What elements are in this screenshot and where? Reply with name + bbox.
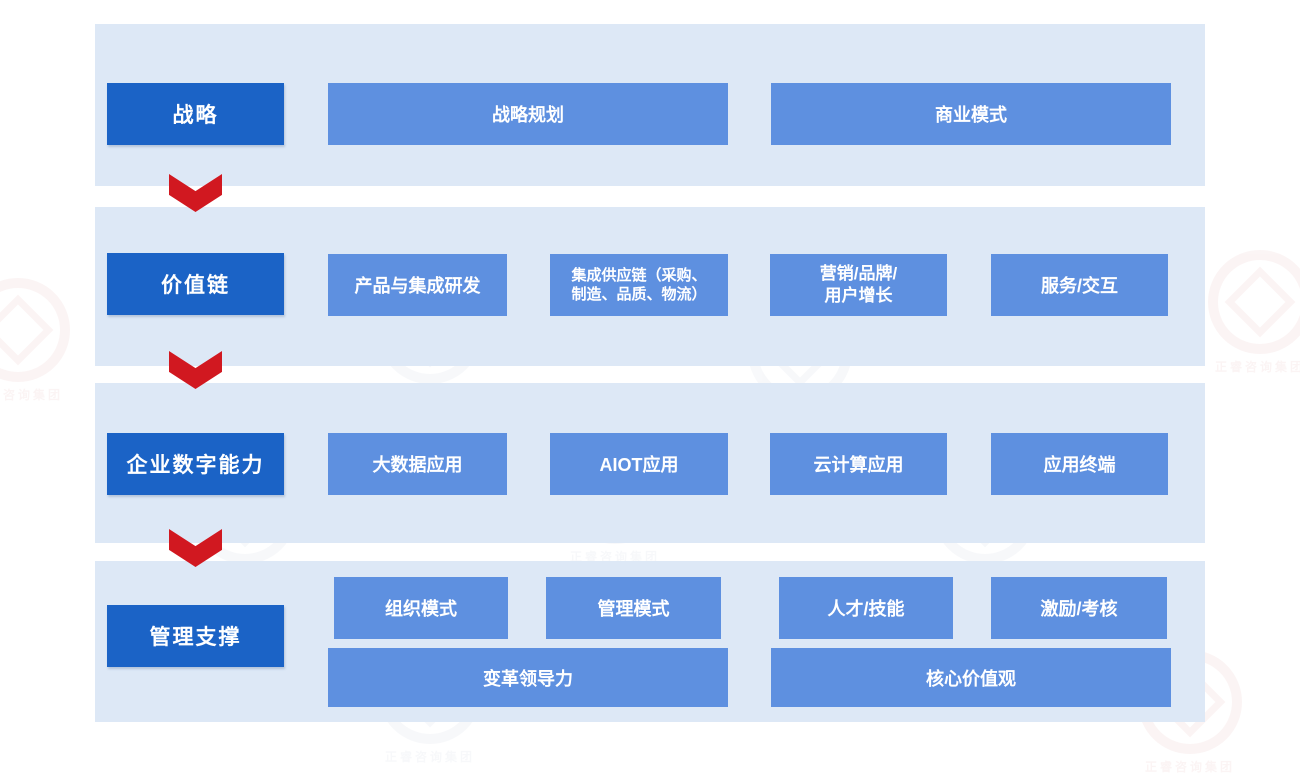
- watermark-badge: 正睿咨询集团: [1200, 250, 1300, 375]
- item-service-interaction: 服务/交互: [991, 254, 1168, 316]
- item-incentive-assessment: 激励/考核: [991, 577, 1167, 639]
- watermark-text: 正睿咨询集团: [1214, 360, 1300, 374]
- item-text-line: 制造、品质、物流）: [571, 286, 707, 303]
- item-product-integrated-rd: 产品与集成研发: [328, 254, 507, 316]
- item-business-model: 商业模式: [771, 83, 1171, 145]
- item-organization-model: 组织模式: [334, 577, 508, 639]
- watermark-diamond-icon: [0, 294, 54, 366]
- row-label-digital-capability: 企业数字能力: [107, 433, 284, 495]
- watermark-circle-icon: [1208, 250, 1300, 354]
- item-big-data-application: 大数据应用: [328, 433, 507, 495]
- watermark-text: 正睿咨询集团: [1144, 760, 1235, 774]
- item-strategic-planning: 战略规划: [328, 83, 728, 145]
- item-core-values: 核心价值观: [771, 648, 1171, 707]
- row-label-management-support: 管理支撑: [107, 605, 284, 667]
- watermark-text: 正睿咨询集团: [0, 388, 63, 402]
- item-integrated-supply-chain: 集成供应链（采购、 制造、品质、物流）: [550, 254, 728, 316]
- item-application-terminal: 应用终端: [991, 433, 1168, 495]
- item-cloud-computing-application: 云计算应用: [770, 433, 947, 495]
- watermark-diamond-icon: [1224, 266, 1296, 338]
- item-text-line: 集成供应链（采购、: [571, 266, 707, 284]
- item-management-model: 管理模式: [546, 577, 721, 639]
- watermark-badge: 正睿咨询集团: [0, 278, 78, 403]
- item-change-leadership: 变革领导力: [328, 648, 728, 707]
- watermark-circle-icon: [0, 278, 70, 382]
- watermark-text: 正睿咨询集团: [384, 750, 475, 764]
- row-label-strategy: 战略: [107, 83, 284, 145]
- item-text-line: 营销/品牌/: [819, 263, 898, 283]
- row-label-value-chain: 价值链: [107, 253, 284, 315]
- item-talent-skills: 人才/技能: [779, 577, 953, 639]
- item-marketing-brand-user-growth: 营销/品牌/ 用户增长: [770, 254, 947, 316]
- item-text-line: 用户增长: [824, 286, 893, 305]
- item-aiot-application: AIOT应用: [550, 433, 728, 495]
